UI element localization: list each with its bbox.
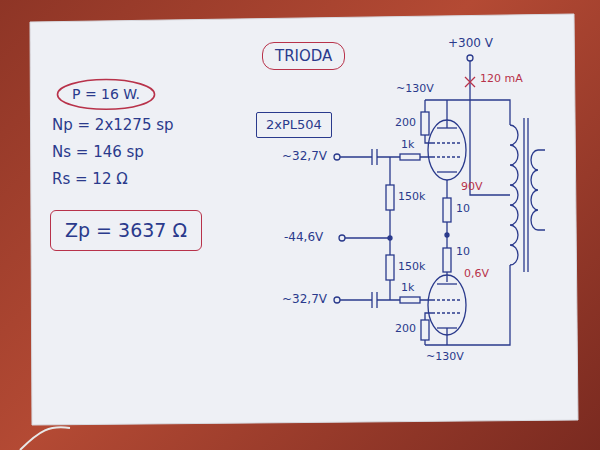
grid-wire (340, 156, 432, 157)
resistor-value: 150k (398, 260, 425, 273)
title-box: TRIODA (262, 42, 345, 70)
control-grid (432, 156, 462, 157)
note-text: Ns = 146 sp (52, 143, 144, 161)
cable (20, 427, 70, 450)
anode-wire (425, 265, 510, 345)
resistor-value: 1k (401, 138, 414, 151)
voltage-label: ~130V (396, 82, 434, 95)
resistor-symbol (421, 320, 429, 340)
capacitor-symbol (372, 292, 377, 308)
tube-envelope (428, 275, 466, 335)
node-text: P = 16 W. (72, 86, 140, 103)
resistor-value: 200 (395, 116, 416, 129)
resistor-symbol (400, 154, 420, 160)
anode-wire (425, 100, 510, 128)
resistor-symbol (400, 297, 420, 303)
impedance-box: Zp = 3637 Ω (50, 210, 202, 251)
cathode (437, 283, 457, 284)
resistor-symbol (421, 112, 429, 135)
power-oval: P = 16 W. (56, 78, 156, 111)
resistor-value: 150k (398, 190, 425, 203)
grid-wire (340, 299, 432, 300)
note-text: Np = 2x1275 sp (52, 116, 174, 134)
transformer-core (524, 118, 528, 272)
resistor-value: 200 (395, 322, 416, 335)
resistor-symbol (386, 185, 394, 210)
voltage-label: ~130V (426, 350, 464, 363)
screen-grid (432, 312, 462, 313)
cathode-wire (446, 180, 447, 282)
node-text: Zp = 3637 Ω (65, 219, 187, 242)
secondary-winding (531, 150, 545, 230)
input-terminal (334, 297, 340, 303)
voltage-label: 90V (461, 180, 483, 193)
cathode (437, 171, 457, 172)
bias-terminal (339, 235, 345, 241)
resistor-symbol (443, 198, 451, 222)
screen-grid (432, 142, 462, 143)
voltage-label: +300 V (448, 36, 493, 50)
tube-type-box: 2xPL504 (256, 112, 332, 138)
voltage-label: -44,6V (284, 230, 323, 244)
supply-terminal (467, 55, 473, 61)
voltage-label: 0,6V (464, 267, 489, 280)
resistor-value: 10 (456, 202, 470, 215)
node-text: 2xPL504 (266, 117, 322, 133)
primary-winding (510, 125, 518, 265)
resistor-symbol (443, 248, 451, 272)
wires (334, 55, 545, 345)
resistor-value: 1k (401, 281, 414, 294)
control-grid (432, 299, 462, 300)
node-text: TRIODA (275, 47, 332, 65)
voltage-label: ~32,7V (282, 149, 327, 163)
junction-dot (388, 236, 392, 240)
current-mark (465, 77, 475, 87)
resistor-value: 10 (456, 245, 470, 258)
note-text: Rs = 12 Ω (52, 170, 128, 188)
bias-wire (345, 237, 390, 238)
input-terminal (334, 154, 340, 160)
bias-wire (389, 157, 390, 300)
voltage-label: ~32,7V (282, 292, 327, 306)
paper-sheet (30, 14, 578, 425)
junction-dot (445, 233, 449, 237)
resistor-symbol (386, 255, 394, 280)
capacitor-symbol (372, 149, 377, 165)
current-label: 120 mA (480, 72, 523, 85)
tube-envelope (428, 120, 466, 180)
